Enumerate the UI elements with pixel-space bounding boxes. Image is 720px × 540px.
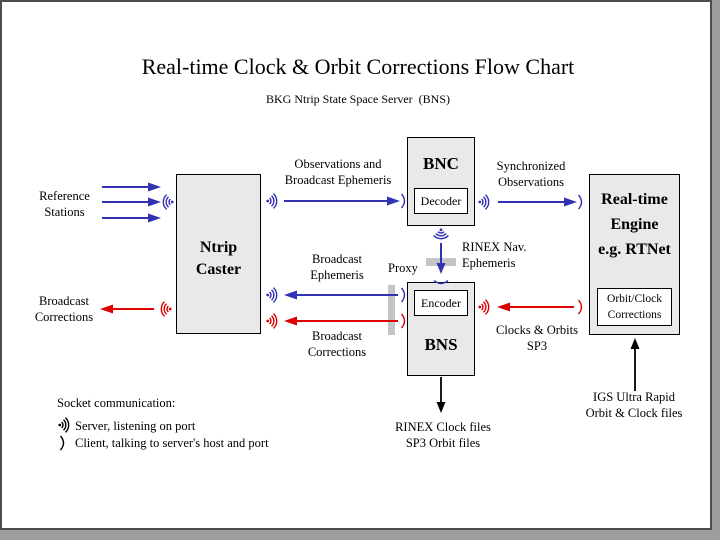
server-socket-icon bbox=[432, 227, 450, 240]
proxy-bar-vertical bbox=[388, 285, 395, 335]
diagram-connections bbox=[57, 182, 640, 451]
label-line: Broadcast Ephemeris bbox=[284, 173, 392, 187]
rt-engine-label: Real-time Engine e.g. RTNet bbox=[590, 187, 679, 262]
label-line: Client, talking to server's host and por… bbox=[75, 436, 269, 450]
encoder-box: Encoder bbox=[414, 290, 468, 316]
box-title-line: Real-time bbox=[601, 191, 668, 208]
box-title-line: Caster bbox=[195, 261, 242, 278]
server-socket-icon bbox=[265, 286, 278, 304]
ntrip-caster-label: Ntrip Caster bbox=[177, 237, 260, 281]
bnc-title: BNC bbox=[423, 154, 459, 173]
rt-engine-box: Real-time Engine e.g. RTNet Orbit/Clock … bbox=[589, 174, 680, 335]
label-line: Corrections bbox=[307, 345, 367, 359]
label-reference-stations: Reference Stations bbox=[22, 188, 107, 220]
box-title-line: e.g. RTNet bbox=[598, 241, 671, 258]
client-socket-icon bbox=[400, 287, 406, 303]
server-socket-icon bbox=[162, 193, 175, 211]
server-socket-icon bbox=[265, 192, 278, 210]
label-broadcast-corrections-mid: Broadcast Corrections bbox=[287, 328, 387, 360]
label-line: Reference bbox=[39, 189, 90, 203]
label-clocks-orbits-sp3: Clocks & Orbits SP3 bbox=[485, 322, 589, 354]
box-title-line: Corrections bbox=[607, 309, 662, 321]
label-rinex-clock-files: RINEX Clock files SP3 Orbit files bbox=[381, 419, 505, 451]
arrow-broadcast-ephemeris bbox=[284, 290, 398, 300]
label-line: Broadcast bbox=[312, 329, 362, 343]
arrow-observations bbox=[284, 196, 400, 206]
label-line: Broadcast bbox=[312, 252, 362, 266]
label-synchronized-observations: Synchronized Observations bbox=[489, 158, 573, 190]
legend-server-entry: Server, listening on port bbox=[75, 418, 295, 434]
label-line: RINEX Clock files bbox=[395, 420, 491, 434]
label-line: Stations bbox=[44, 205, 85, 219]
orbit-clock-corrections-box: Orbit/Clock Corrections bbox=[597, 288, 672, 326]
server-socket-icon bbox=[477, 298, 490, 316]
arrow-rinex-clock-files bbox=[436, 377, 446, 413]
legend-client-entry: Client, talking to server's host and por… bbox=[75, 435, 335, 451]
label-line: Socket communication: bbox=[57, 396, 176, 410]
label-line: Observations bbox=[498, 175, 564, 189]
client-socket-icon bbox=[577, 194, 583, 210]
label-line: Corrections bbox=[34, 310, 94, 324]
server-socket-icon bbox=[477, 193, 490, 211]
label-line: Server, listening on port bbox=[75, 419, 196, 433]
slide: Real-time Clock & Orbit Corrections Flow… bbox=[0, 0, 712, 530]
client-socket-icon bbox=[433, 279, 449, 285]
label-line: SP3 bbox=[526, 339, 548, 353]
label-line: SP3 Orbit files bbox=[405, 436, 481, 450]
label-line: Clocks & Orbits bbox=[496, 323, 578, 337]
label-observations: Observations and Broadcast Ephemeris bbox=[273, 156, 403, 188]
label-line: Observations and bbox=[294, 157, 382, 171]
label-line: Synchronized bbox=[496, 159, 566, 173]
arrow-reference-stations bbox=[102, 182, 161, 223]
label-line: Proxy bbox=[388, 261, 418, 275]
label-broadcast-corrections-out: Broadcast Corrections bbox=[16, 293, 112, 325]
bns-title: BNS bbox=[424, 335, 458, 354]
legend-title: Socket communication: bbox=[57, 395, 257, 411]
arrow-clocks-orbits bbox=[497, 302, 574, 312]
page-title: Real-time Clock & Orbit Corrections Flow… bbox=[141, 54, 575, 79]
label-line: Orbit & Clock files bbox=[585, 406, 683, 420]
box-title-line: Ntrip bbox=[199, 239, 238, 256]
label-broadcast-ephemeris: Broadcast Ephemeris bbox=[287, 251, 387, 283]
page-subtitle: BKG Ntrip State Space Server (BNS) bbox=[266, 92, 450, 106]
client-socket-icon bbox=[59, 435, 65, 451]
bns-box: Encoder BNS bbox=[407, 282, 475, 376]
arrow-broadcast-corrections-mid bbox=[284, 316, 398, 326]
client-socket-icon bbox=[400, 193, 406, 209]
arrow-rinex-nav bbox=[436, 243, 446, 274]
arrow-synchronized-observations bbox=[498, 197, 577, 207]
label-igs-ultra-rapid: IGS Ultra Rapid Orbit & Clock files bbox=[572, 389, 696, 421]
client-socket-icon bbox=[577, 299, 583, 315]
box-title-line: Engine bbox=[610, 216, 659, 233]
label-rinex-nav-ephemeris: RINEX Nav. Ephemeris bbox=[462, 239, 552, 271]
label-line: Broadcast bbox=[39, 294, 89, 308]
label-line: Ephemeris bbox=[310, 268, 364, 282]
label-line: RINEX Nav. bbox=[462, 240, 527, 254]
arrow-igs-files bbox=[630, 338, 640, 391]
box-title-line: Orbit/Clock bbox=[607, 293, 662, 305]
label-line: Ephemeris bbox=[462, 256, 516, 270]
server-socket-icon bbox=[160, 300, 173, 318]
decoder-box: Decoder bbox=[414, 188, 468, 214]
arrow-broadcast-corrections-out bbox=[100, 304, 154, 314]
server-socket-icon bbox=[57, 416, 70, 434]
label-line: IGS Ultra Rapid bbox=[593, 390, 675, 404]
label-proxy: Proxy bbox=[388, 260, 428, 276]
bnc-box: BNC Decoder bbox=[407, 137, 475, 226]
server-socket-icon bbox=[265, 312, 278, 330]
client-socket-icon bbox=[400, 313, 406, 329]
ntrip-caster-box: Ntrip Caster bbox=[176, 174, 261, 334]
